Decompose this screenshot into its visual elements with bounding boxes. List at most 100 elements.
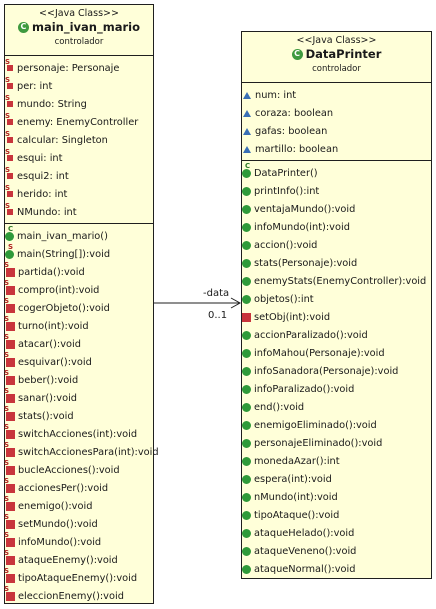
method-row[interactable]: infoSanadora(Personaje):void [242, 362, 431, 380]
method-row-label: accionesPer():void [18, 482, 109, 494]
class-box-main-ivan-mario[interactable]: <<Java Class>> C main_ivan_mario control… [4, 4, 159, 607]
private-static-method-icon: S [4, 387, 15, 403]
field-row[interactable]: coraza: boolean [242, 104, 431, 122]
method-row[interactable]: nMundo(int):void [242, 488, 431, 506]
method-row-label: enemigoEliminado():void [254, 419, 377, 431]
method-row-label: tipoAtaqueEnemy():void [18, 572, 138, 584]
method-row-label: personajeEliminado():void [254, 437, 383, 449]
private-static-field-icon: S [5, 185, 13, 197]
method-row[interactable]: enemyStats(EnemyController):void [242, 272, 431, 290]
class-icon: C [17, 21, 29, 33]
method-row[interactable]: stats(Personaje):void [242, 254, 431, 272]
method-row-label: switchAcciones(int):void [18, 428, 138, 440]
method-row[interactable]: monedaAzar():int [242, 452, 431, 470]
method-row-label: nMundo(int):void [254, 491, 338, 503]
class-box-dataprinter[interactable]: <<Java Class>> C DataPrinter controlador… [241, 31, 432, 579]
field-row-label: enemy: EnemyController [17, 116, 139, 128]
method-row-label: sanar():void [18, 392, 78, 404]
method-row[interactable]: infoMundo(int):void [242, 218, 431, 236]
method-row[interactable]: ataqueHelado():void [242, 524, 431, 542]
method-row[interactable]: accion():void [242, 236, 431, 254]
private-static-field-icon: S [5, 203, 13, 215]
public-static-method-icon: S [5, 243, 14, 259]
field-row[interactable]: martillo: boolean [242, 140, 431, 158]
method-row[interactable]: ataqueVeneno():void [242, 542, 431, 560]
method-row-label: main(String[]):void [17, 248, 111, 260]
method-row[interactable]: espera(int):void [242, 470, 431, 488]
method-row[interactable]: personajeEliminado():void [242, 434, 431, 452]
method-row[interactable]: ventajaMundo():void [242, 200, 431, 218]
method-row-label: partida():void [18, 266, 85, 278]
public-method-icon [242, 474, 251, 484]
class-header: <<Java Class>> C DataPrinter controlador [242, 32, 431, 83]
private-static-method-icon: S [4, 585, 15, 601]
method-row[interactable]: setObj(int):void [242, 308, 431, 326]
package-field-icon [243, 127, 251, 135]
field-row-label: herido: int [17, 188, 68, 200]
public-method-icon [242, 402, 251, 412]
method-row[interactable]: objetos():int [242, 290, 431, 308]
private-method-icon [242, 312, 251, 322]
method-row[interactable]: tipoAtaque():void [242, 506, 431, 524]
private-static-method-icon: S [4, 279, 15, 295]
private-static-field-icon: S [5, 131, 13, 143]
method-row[interactable]: accionParalizado():void [242, 326, 431, 344]
class-name-label: DataPrinter [305, 47, 382, 61]
method-row[interactable]: infoParalizado():void [242, 380, 431, 398]
method-row-label: infoMundo(int):void [254, 221, 350, 233]
private-static-field-icon: S [5, 59, 13, 71]
public-method-icon [242, 348, 251, 358]
public-method-icon [242, 240, 251, 250]
method-row-label: compro(int):void [18, 284, 100, 296]
arrow-head [230, 297, 242, 309]
private-static-method-icon: S [4, 459, 15, 475]
method-row[interactable]: ataqueNormal():void [242, 560, 431, 578]
public-method-icon [242, 204, 251, 214]
package-label: controlador [312, 64, 361, 74]
method-row[interactable]: enemigoEliminado():void [242, 416, 431, 434]
method-row[interactable]: infoMahou(Personaje):void [242, 344, 431, 362]
method-row[interactable]: end():void [242, 398, 431, 416]
method-row[interactable]: printInfo():int [242, 182, 431, 200]
public-method-icon [242, 276, 251, 286]
field-row[interactable]: gafas: boolean [242, 122, 431, 140]
public-method-icon [242, 564, 251, 574]
field-row[interactable]: num: int [242, 86, 431, 104]
private-static-method-icon: S [4, 495, 15, 511]
field-row-label: coraza: boolean [255, 107, 334, 119]
method-row-label: ataqueNormal():void [254, 563, 356, 575]
